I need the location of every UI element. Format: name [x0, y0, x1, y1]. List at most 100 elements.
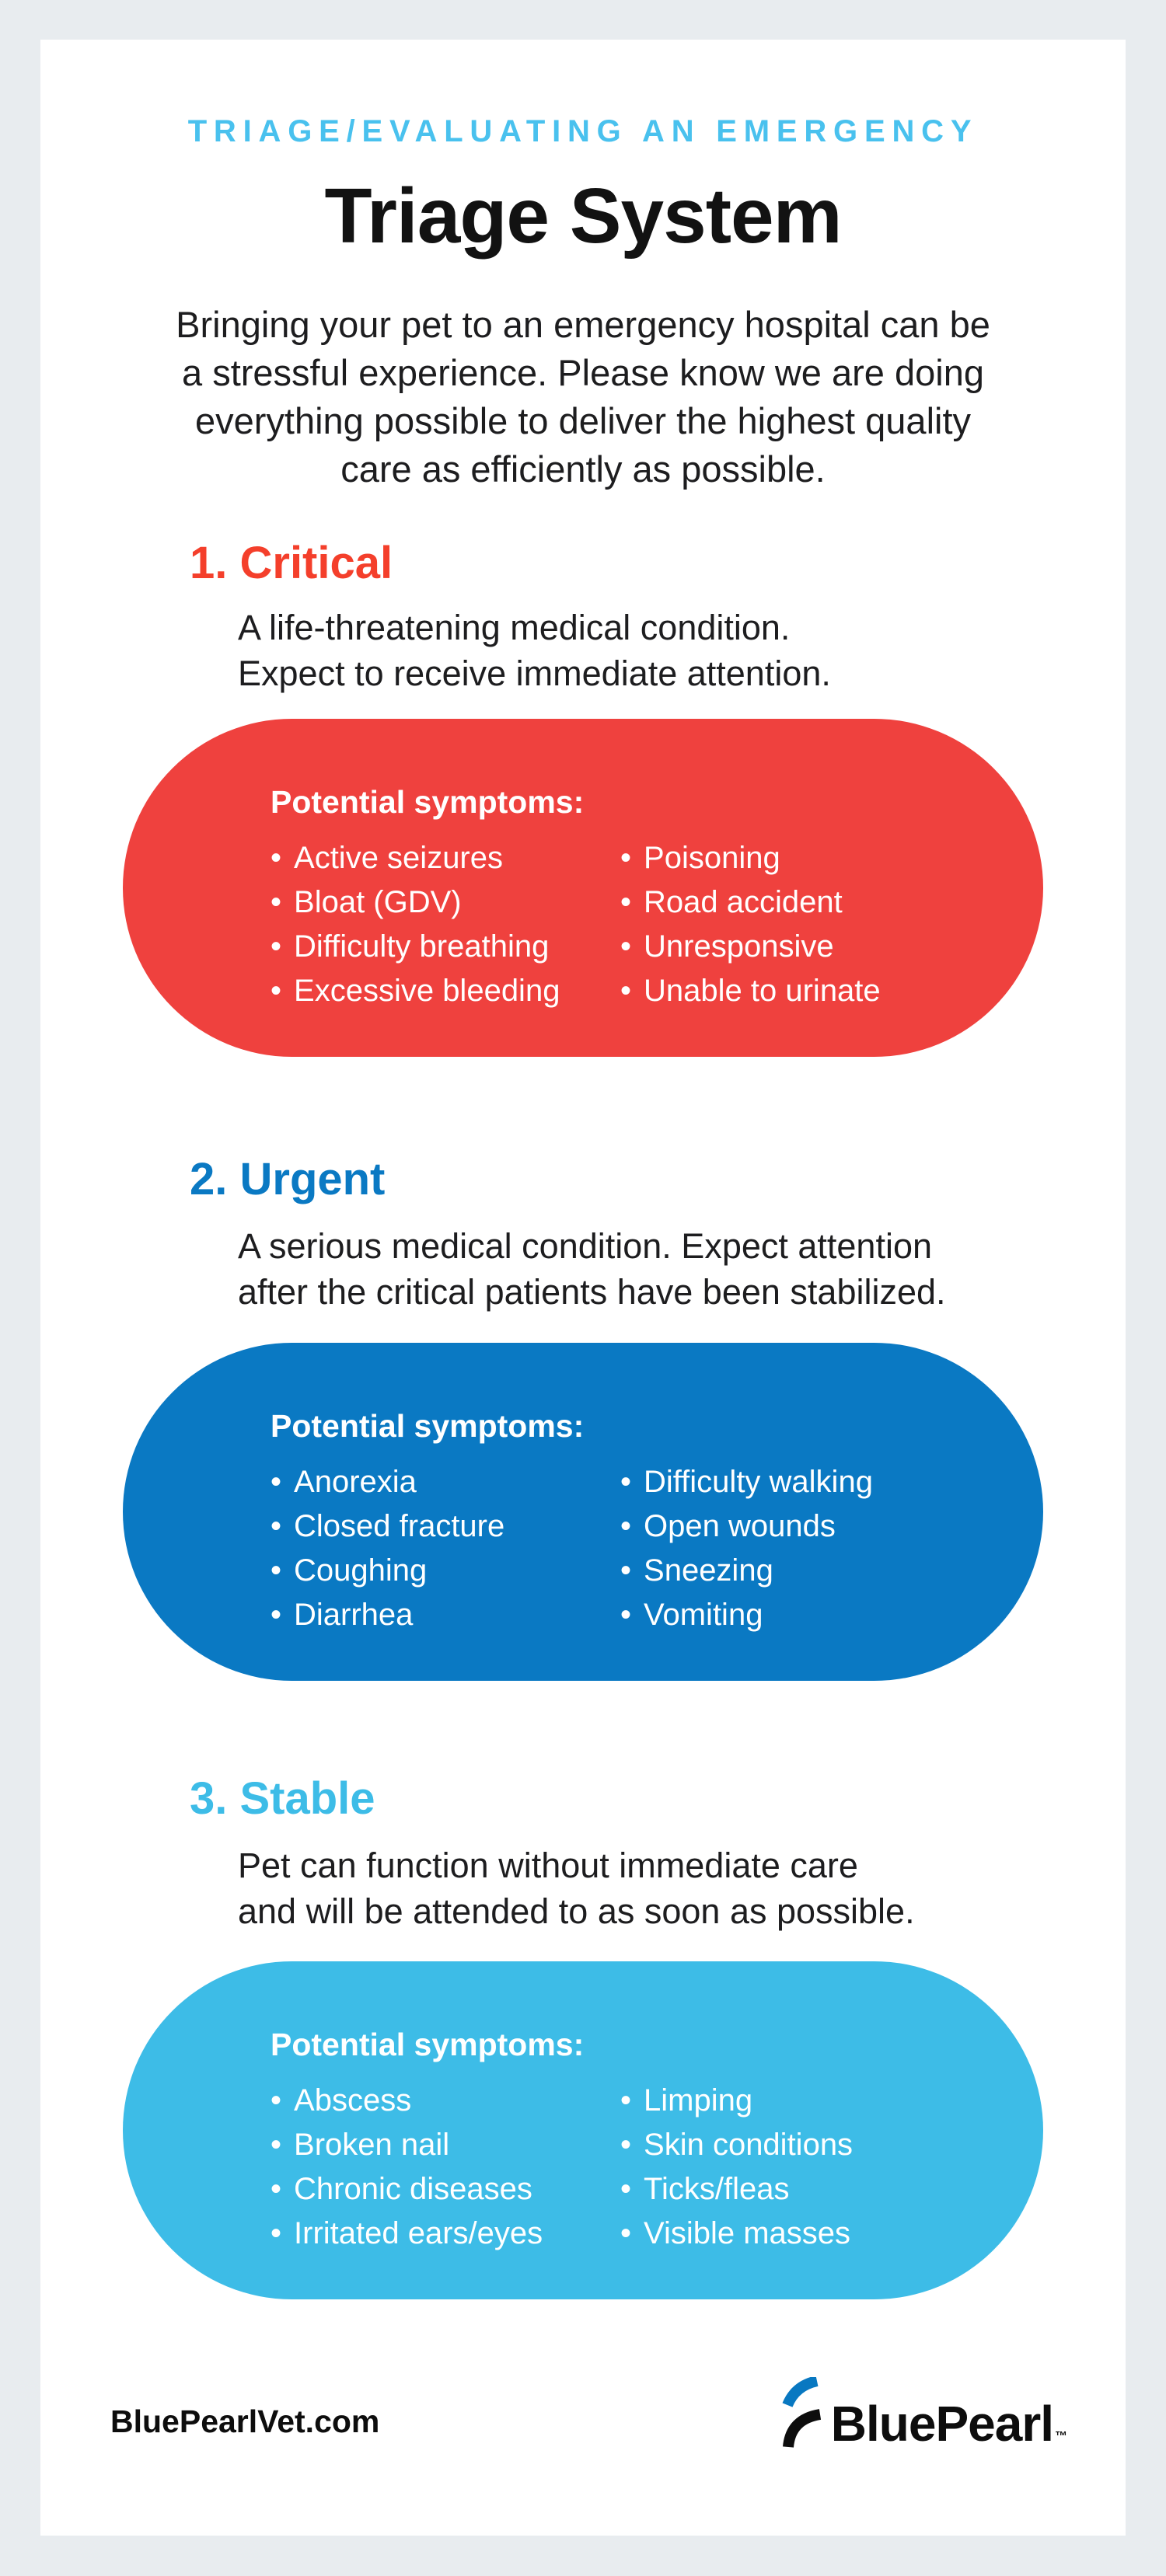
bullet-icon: • [620, 974, 632, 1008]
bullet-icon: • [620, 885, 632, 919]
symptoms-pill-urgent: Potential symptoms: • Anorexia • Closed fr… [123, 1343, 1043, 1681]
list-item: • Unresponsive [620, 925, 1012, 969]
list-item-text: Active seizures [294, 841, 503, 875]
description-line: and will be attended to as soon as possi… [238, 1891, 915, 1931]
symptoms-column-right: • Limping • Skin conditions • Ticks/fleas •… [620, 2079, 1012, 2256]
list-item-text: Visible masses [644, 2216, 851, 2250]
section-heading-urgent: 2. Urgent [190, 1154, 386, 1204]
list-item: • Diarrhea [271, 1593, 620, 1637]
list-item-text: Road accident [644, 885, 843, 919]
bullet-icon: • [271, 974, 282, 1008]
section-heading-critical: 1. Critical [190, 538, 393, 588]
list-item-text: Difficulty breathing [294, 929, 550, 964]
bullet-icon: • [620, 1553, 632, 1588]
list-item: • Open wounds [620, 1504, 1012, 1549]
bullet-icon: • [620, 841, 632, 875]
list-item-text: Limping [644, 2083, 753, 2118]
list-item: • Bloat (GDV) [271, 880, 620, 925]
list-item: •Active seizures [271, 836, 620, 880]
list-item: • Ticks/fleas [620, 2167, 1012, 2212]
list-item-text: Poisoning [644, 841, 780, 875]
intro-line: everything possible to deliver the highe… [194, 400, 972, 441]
bullet-icon: • [271, 1553, 282, 1588]
symptoms-pill-critical: Potential symptoms: •Active seizures •Bl… [123, 719, 1043, 1057]
list-item-text: Coughing [294, 1553, 428, 1588]
list-item: • Chronic diseases [271, 2167, 620, 2212]
section-description-critical: A life-threatening medical condition. Ex… [238, 605, 831, 696]
symptoms-column-right: •Difficulty walking •Open wounds •Sneezi… [620, 1460, 1012, 1637]
list-item-text: Unresponsive [644, 929, 834, 964]
section-description-stable: Pet can function without immediate care … [238, 1842, 915, 1934]
intro-paragraph: Bringing your pet to an emergency hospit… [40, 301, 1126, 493]
eyebrow-heading: TRIAGE/EVALUATING AN EMERGENCY [187, 114, 979, 148]
bullet-icon: • [271, 1598, 282, 1632]
list-item-text: Irritated ears/eyes [294, 2216, 543, 2250]
list-item: • Road accident [620, 880, 1012, 925]
intro-line: a stressful experience. Please know we a… [182, 352, 984, 393]
list-item: • Limping [620, 2079, 1012, 2123]
symptoms-column-left: • Anorexia • Closed fracture • Coughing • Di… [271, 1460, 620, 1637]
bullet-icon: • [620, 2172, 632, 2206]
symptoms-pill-stable: Potential symptoms: •Abscess •Broken nai… [123, 1961, 1043, 2299]
list-item-text: Vomiting [644, 1598, 763, 1632]
list-item: • Unable to urinate [620, 969, 1012, 1013]
list-item-text: Open wounds [644, 1509, 836, 1543]
bluepearl-logo-mark-icon [782, 2377, 822, 2448]
bullet-icon: • [271, 2172, 282, 2206]
bullet-icon: • [620, 1509, 632, 1543]
symptoms-column-left: •Active seizures •Bloat (GDV) •Difficult… [271, 836, 620, 1013]
symptoms-label: Potential symptoms: [271, 784, 585, 820]
list-item: • Vomiting [620, 1593, 1012, 1637]
description-line: A life-threatening medical condition. [238, 608, 791, 647]
bullet-icon: • [271, 2128, 282, 2162]
list-item: • Coughing [271, 1549, 620, 1593]
list-item-text: Sneezing [644, 1553, 773, 1588]
description-line: A serious medical condition. Expect atte… [238, 1226, 933, 1266]
list-item: •Irritated ears/eyes [271, 2212, 620, 2256]
list-item-text: Excessive bleeding [294, 974, 560, 1008]
symptoms-label: Potential symptoms: [271, 1408, 585, 1444]
bluepearl-logo: BluePearl ™ [781, 2377, 1067, 2449]
list-item: • Anorexia [271, 1460, 620, 1504]
list-item: • Excessive bleeding [271, 969, 620, 1013]
symptoms-column-right: •Poisoning •Road accident •Unresponsive … [620, 836, 1012, 1013]
description-line: Expect to receive immediate attention. [238, 654, 831, 693]
list-item-text: Diarrhea [294, 1598, 414, 1632]
bullet-icon: • [271, 2083, 282, 2118]
list-item-text: Difficulty walking [644, 1465, 873, 1499]
section-heading-stable: 3. Stable [190, 1773, 375, 1824]
bluepearl-logo-text: BluePearl [830, 2396, 1054, 2452]
symptoms-column-left: •Abscess •Broken nail •Chronic diseases … [271, 2079, 620, 2256]
list-item-text: Unable to urinate [644, 974, 881, 1008]
infographic-card: TRIAGE/EVALUATING AN EMERGENCY Triage Sy… [40, 40, 1126, 2536]
list-item: • Closed fracture [271, 1504, 620, 1549]
bullet-icon: • [271, 1465, 282, 1499]
list-item-text: Abscess [294, 2083, 412, 2118]
list-item-text: Closed fracture [294, 1509, 505, 1543]
list-item-text: Ticks/fleas [644, 2172, 790, 2206]
website-url: BluePearlVet.com [110, 2403, 380, 2439]
list-item-text: Bloat (GDV) [294, 885, 462, 919]
page-title: Triage System [324, 173, 842, 260]
list-item: •Visible masses [620, 2212, 1012, 2256]
list-item: •Difficulty walking [620, 1460, 1012, 1504]
symptoms-label: Potential symptoms: [271, 2027, 585, 2062]
bullet-icon: • [271, 1509, 282, 1543]
bullet-icon: • [271, 885, 282, 919]
intro-line: care as efficiently as possible. [340, 448, 826, 490]
list-item-text: Chronic diseases [294, 2172, 532, 2206]
section-description-urgent: A serious medical condition. Expect atte… [238, 1223, 946, 1315]
list-item: • Abscess [271, 2079, 620, 2123]
list-item-text: Skin conditions [644, 2128, 854, 2162]
list-item: •Difficulty breathing [271, 925, 620, 969]
bullet-icon: • [620, 929, 632, 964]
trademark-symbol: ™ [1055, 2430, 1067, 2443]
description-line: after the critical patients have been st… [238, 1272, 946, 1312]
bullet-icon: • [620, 2128, 632, 2162]
intro-line: Bringing your pet to an emergency hospit… [176, 304, 990, 345]
bullet-icon: • [620, 1598, 632, 1632]
list-item: • Poisoning [620, 836, 1012, 880]
bullet-icon: • [620, 2083, 632, 2118]
list-item-text: Anorexia [294, 1465, 417, 1499]
description-line: Pet can function without immediate care [238, 1846, 858, 1885]
